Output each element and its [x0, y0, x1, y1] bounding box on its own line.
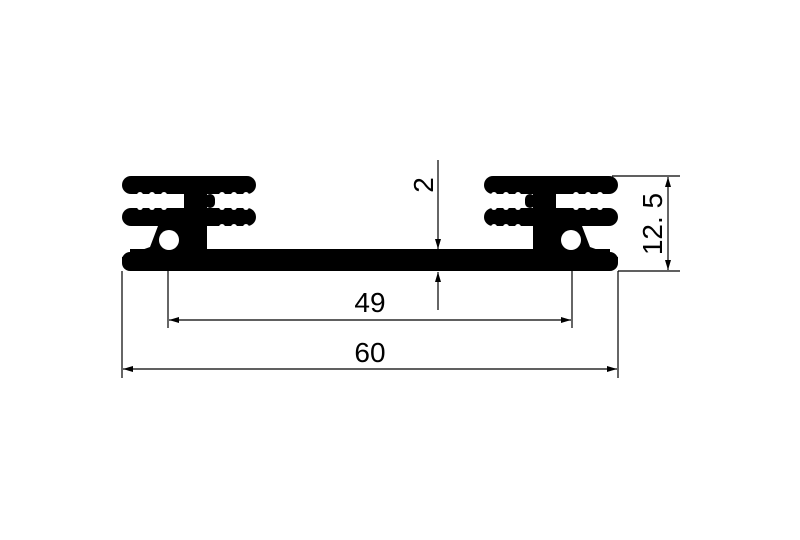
height-label: 12. 5 [637, 193, 668, 255]
dimension-height: 12. 5 [612, 175, 680, 272]
base-thickness-label: 2 [408, 177, 439, 193]
heatsink-profile [122, 176, 618, 271]
overall-width-label: 60 [354, 337, 385, 368]
dimension-base-thickness: 2 [408, 160, 441, 310]
dimension-overall-width: 60 [121, 271, 619, 378]
inner-width-label: 49 [354, 287, 385, 318]
dimension-inner-width: 49 [167, 250, 573, 328]
